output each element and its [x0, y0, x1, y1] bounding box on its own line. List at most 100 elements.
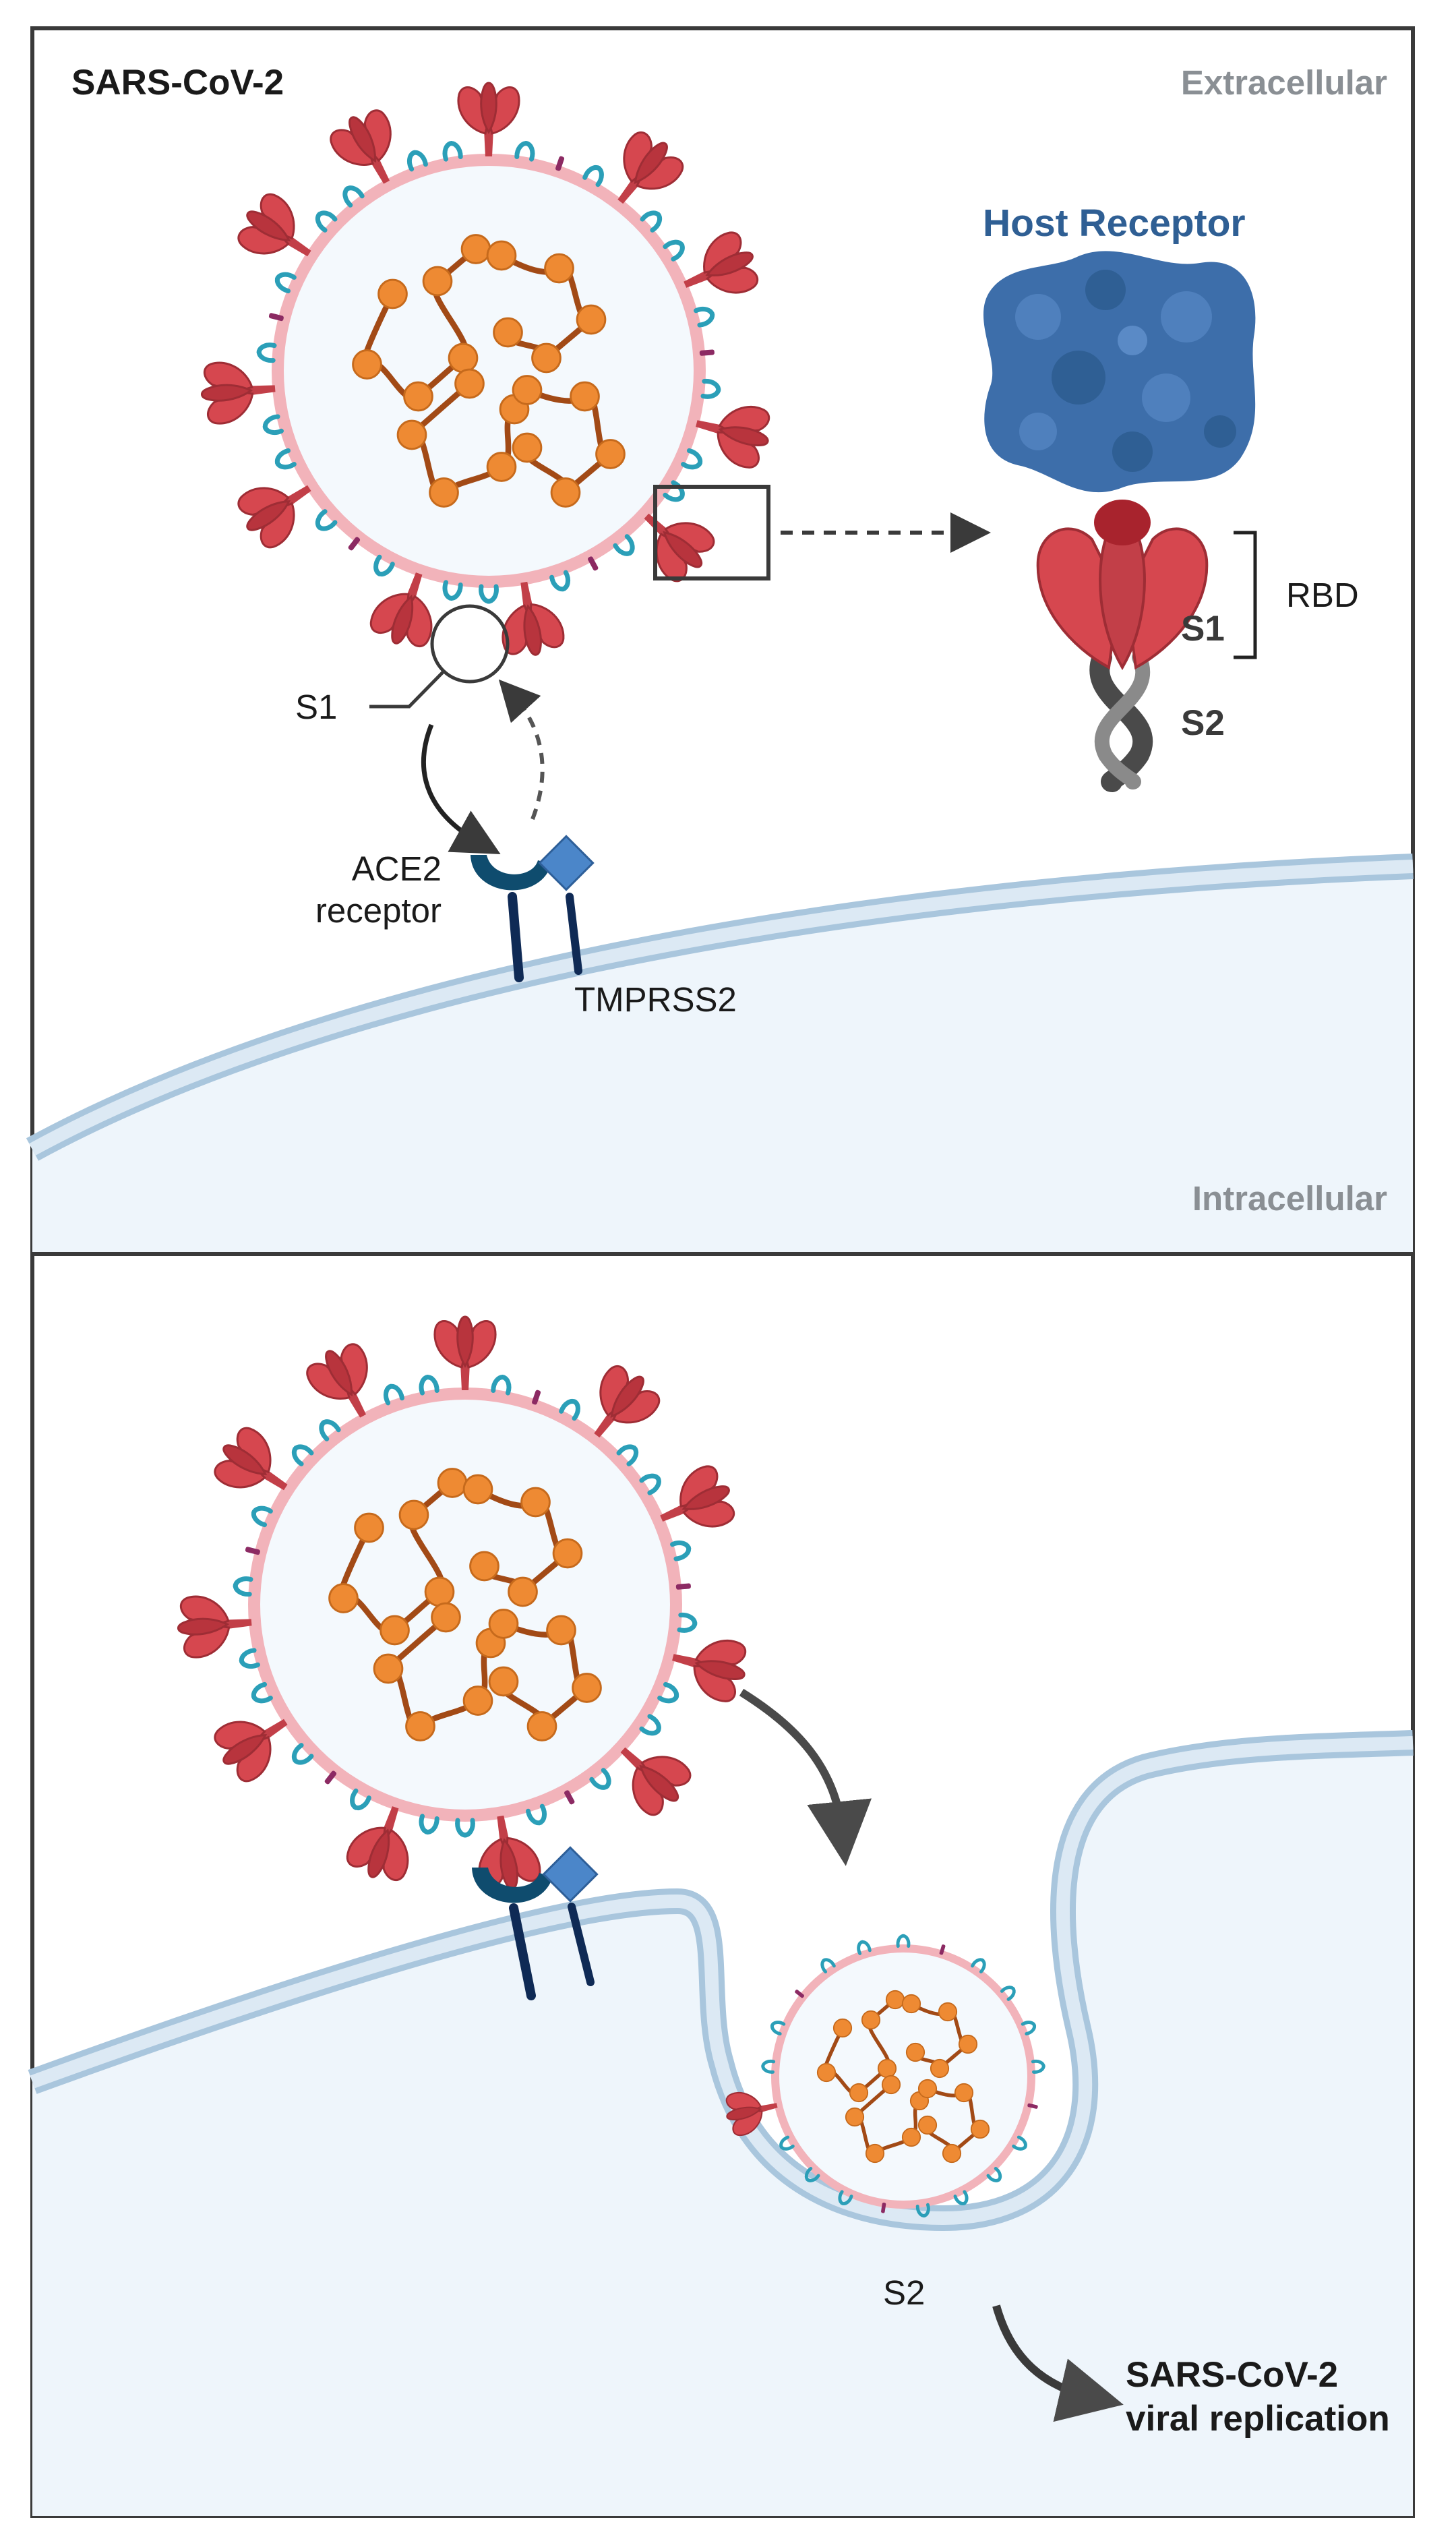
rna-node — [849, 2083, 869, 2103]
rna-node — [905, 2042, 926, 2062]
rna-node — [354, 1512, 384, 1543]
rna-node — [405, 1711, 435, 1741]
virion-bottom — [175, 1315, 753, 1895]
rna-node — [845, 2107, 865, 2127]
s2-fusion-label: S2 — [883, 2273, 925, 2312]
viral-interior — [260, 1400, 670, 1810]
ace2-receptor-bottom — [472, 1868, 553, 2000]
rna-node — [901, 1994, 921, 2014]
rna-node — [431, 1602, 461, 1633]
rna-node — [531, 342, 562, 374]
rna-node — [958, 2034, 978, 2054]
rna-node — [546, 1615, 576, 1646]
rna-node — [576, 304, 607, 335]
release-arrow — [498, 679, 545, 821]
tmprss2-protease-bottom — [542, 1846, 599, 1986]
rna-node — [520, 1487, 551, 1518]
panel-title: SARS-CoV-2 — [71, 63, 284, 102]
rna-node — [469, 1551, 499, 1582]
rna-node — [508, 1576, 538, 1607]
rna-node — [930, 2058, 950, 2079]
viral-rna — [328, 1468, 602, 1741]
tmprss2-protease — [538, 835, 595, 975]
rna-node — [328, 1583, 359, 1613]
rna-node — [462, 1474, 493, 1505]
s2-detail-label: S2 — [1181, 703, 1225, 743]
rna-node — [488, 1609, 519, 1639]
rna-node — [424, 1576, 455, 1607]
rna-node — [595, 439, 626, 469]
intracellular-label: Intracellular — [1192, 1179, 1387, 1218]
rbd-label: RBD — [1286, 576, 1359, 614]
rna-node — [493, 317, 523, 348]
rna-node — [396, 419, 427, 450]
rna-node — [454, 368, 485, 399]
rna-node — [486, 240, 517, 271]
rna-node — [954, 2083, 974, 2103]
rna-node — [877, 2058, 897, 2079]
rna-node — [942, 2143, 962, 2164]
viral-rna — [352, 234, 626, 508]
rna-node — [398, 1499, 429, 1530]
fusion-arrow — [739, 1688, 872, 1866]
rna-node — [885, 1990, 905, 2010]
zoom-box — [653, 485, 770, 580]
rna-node — [448, 342, 479, 374]
rna-node — [488, 1666, 519, 1697]
s1-callout-circle — [430, 604, 510, 684]
rna-node — [512, 375, 543, 405]
replication-label-line2: viral replication — [1126, 2399, 1390, 2439]
viral-rna — [816, 1990, 990, 2164]
s1-callout-label: S1 — [295, 688, 337, 726]
rna-node — [512, 432, 543, 463]
rna-node — [377, 278, 408, 309]
ace2-label-line1: ACE2 — [352, 849, 442, 888]
rna-node — [486, 452, 517, 482]
rna-node — [901, 2127, 921, 2147]
ace2-receptor — [471, 855, 551, 982]
rna-node — [526, 1711, 557, 1741]
rbd-bracket — [1234, 531, 1257, 659]
rna-node — [460, 234, 491, 264]
replication-label-line1: SARS-CoV-2 — [1126, 2355, 1338, 2395]
s1-detail-label: S1 — [1181, 609, 1225, 649]
rna-node — [544, 253, 574, 284]
rna-node — [570, 381, 600, 412]
rna-node — [550, 477, 581, 508]
rna-node — [437, 1468, 468, 1498]
rna-node — [572, 1673, 602, 1703]
rna-node — [403, 381, 433, 412]
virion-top — [198, 82, 777, 661]
rna-node — [881, 2075, 901, 2095]
rna-node — [917, 2115, 938, 2135]
rna-node — [861, 2010, 881, 2030]
extracellular-label: Extracellular — [1181, 63, 1387, 102]
rna-node — [462, 1686, 493, 1716]
rna-node — [832, 2018, 853, 2038]
tmprss2-label: TMPRSS2 — [574, 980, 737, 1019]
host-receptor-label: Host Receptor — [983, 202, 1246, 245]
rna-node — [373, 1653, 404, 1684]
rna-node — [422, 266, 453, 297]
rna-node — [917, 2079, 938, 2099]
endocytic-vesicle — [721, 1936, 1043, 2217]
bottom-panel: S2 SARS-CoV-2 viral replication — [28, 1252, 1415, 2518]
rna-node — [429, 477, 459, 508]
ace2-label-line2: receptor — [315, 891, 442, 930]
rna-node — [352, 349, 382, 380]
rna-node — [970, 2119, 990, 2139]
top-panel: SARS-CoV-2 Extracellular Intracellular S… — [26, 26, 1415, 1256]
rna-node — [938, 2002, 958, 2022]
rna-node — [816, 2062, 837, 2083]
rna-node — [552, 1538, 583, 1569]
host-receptor-protein — [983, 251, 1256, 493]
binding-arrow — [421, 723, 501, 855]
host-cell-top — [32, 866, 1413, 1254]
replication-arrow — [992, 2304, 1124, 2422]
spike-detail — [1036, 500, 1209, 792]
s1-callout-line — [369, 670, 445, 709]
rna-node — [380, 1615, 410, 1646]
rna-node — [865, 2143, 885, 2164]
viral-interior — [284, 166, 694, 576]
